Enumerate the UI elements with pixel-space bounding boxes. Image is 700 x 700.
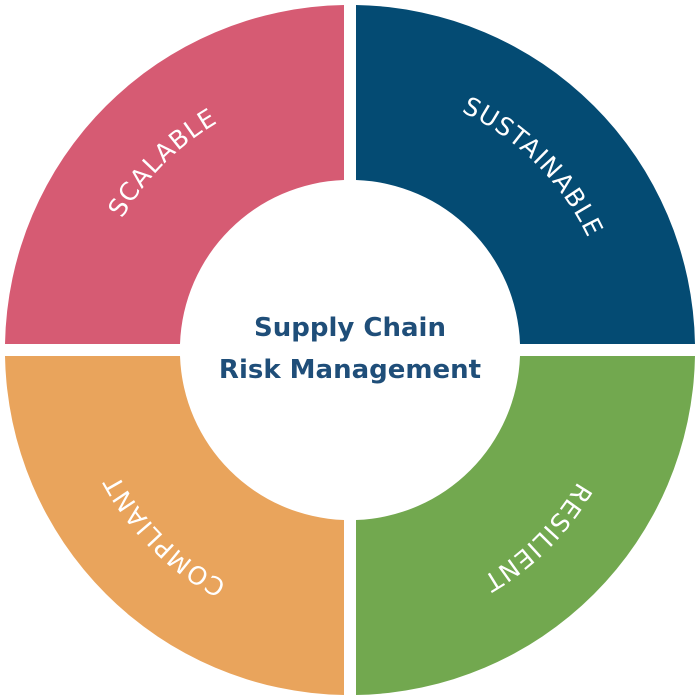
segment-resilient <box>356 356 695 695</box>
segment-scalable <box>5 5 344 344</box>
center-circle <box>182 182 518 518</box>
segment-compliant <box>5 356 344 695</box>
segment-sustainable <box>356 5 695 344</box>
center-title-line-1: Supply Chain <box>254 313 446 343</box>
center-title-line-2: Risk Management <box>219 355 481 385</box>
